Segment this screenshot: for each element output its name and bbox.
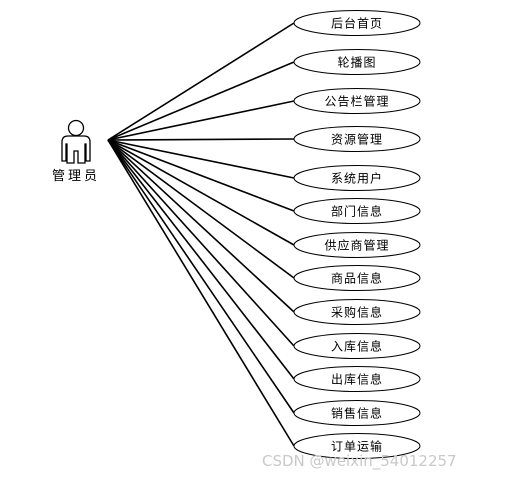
use-case-ellipse [293,126,421,152]
actor-label: 管理员 [52,169,100,184]
use-case-label: 入库信息 [331,339,383,354]
use-case-ellipse [293,165,421,191]
use-case-label: 出库信息 [331,372,383,387]
person-icon [61,119,91,164]
use-case-label: 系统用户 [331,171,383,186]
use-case: 采购信息 [293,299,421,325]
use-case-ellipse [293,265,421,291]
association-line [107,139,295,380]
use-case: 销售信息 [293,400,421,426]
use-case: 后台首页 [293,10,421,36]
use-case-ellipse [293,232,421,258]
use-case: 轮播图 [293,49,421,75]
use-case: 订单运输 [293,433,421,459]
association-line [107,139,295,313]
use-case-label: 订单运输 [331,439,383,454]
use-case-ellipse [293,299,421,325]
use-case-label: 商品信息 [331,271,383,286]
use-case-ellipse [293,198,421,224]
use-case-label: 部门信息 [331,204,383,219]
use-case-ellipse [293,400,421,426]
actor-admin: 管理员 [52,119,100,184]
connectors [107,22,295,447]
association-line [107,100,295,141]
use-case: 资源管理 [293,126,421,152]
use-case: 入库信息 [293,333,421,359]
association-line [107,22,295,141]
use-case: 出库信息 [293,366,421,392]
use-case-label: 轮播图 [337,56,376,70]
association-line [107,139,295,279]
watermark: CSDN @weixin_54012257 [262,452,457,470]
use-case-ellipse [293,88,421,114]
use-case-label: 后台首页 [331,16,383,31]
association-line [107,139,295,246]
use-case-ellipse [293,10,421,36]
use-case-label: 采购信息 [331,305,383,320]
use-case-ellipse [293,333,421,359]
association-line [107,139,295,447]
use-case: 公告栏管理 [293,88,421,114]
use-case: 系统用户 [293,165,421,191]
association-line [107,61,295,141]
association-line [107,138,295,141]
use-case: 部门信息 [293,198,421,224]
use-case-ellipse [293,49,421,75]
use-cases: 后台首页轮播图公告栏管理资源管理系统用户部门信息供应商管理商品信息采购信息入库信… [293,10,421,459]
association-line [107,139,295,347]
association-line [107,139,295,414]
association-line [107,139,295,212]
use-case-label: 销售信息 [331,406,383,421]
use-case-ellipse [293,366,421,392]
use-case: 供应商管理 [293,232,421,258]
use-case-label: 供应商管理 [324,238,389,253]
use-case-label: 公告栏管理 [324,94,389,109]
use-case-ellipse [293,433,421,459]
use-case-label: 资源管理 [331,132,383,147]
association-line [107,139,295,179]
use-case: 商品信息 [293,265,421,291]
